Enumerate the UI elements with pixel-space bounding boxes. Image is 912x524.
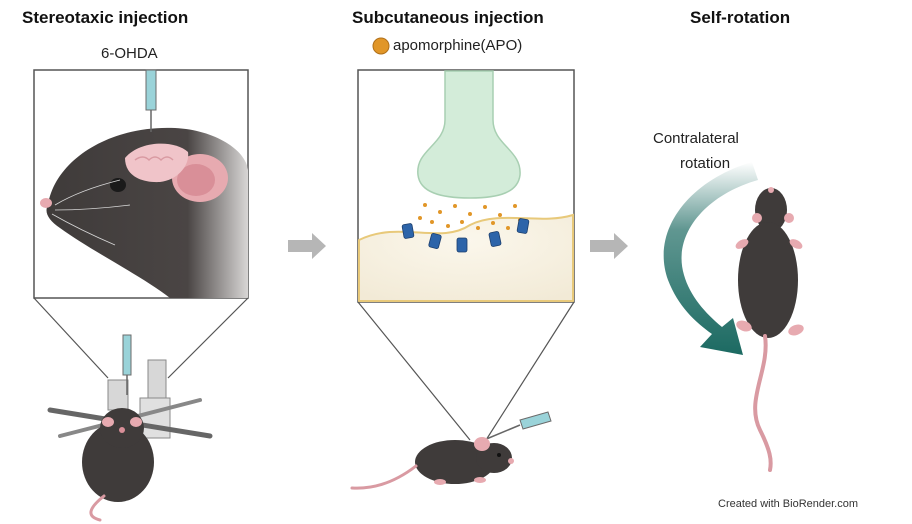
brain-icon <box>125 143 189 183</box>
mouse-body-icon-1 <box>82 408 154 522</box>
syringe-icon-1 <box>145 69 157 132</box>
mouse-head-closeup <box>40 127 248 298</box>
label-contralateral: Contralateral <box>653 130 739 147</box>
whiskers-icon <box>51 179 131 246</box>
mouse-topview-icon <box>735 187 804 472</box>
neuron-terminal-icon <box>417 70 521 199</box>
label-rotation: rotation <box>680 155 731 172</box>
syringe-icon-2 <box>483 411 552 441</box>
nose-icon <box>40 198 52 208</box>
title-subcutaneous: Subcutaneous injection <box>352 8 544 27</box>
arrow-right-icon-1 <box>288 233 326 259</box>
biorender-credit: Created with BioRender.com <box>718 498 859 510</box>
panel-self-rotation <box>663 162 804 472</box>
rotation-arrow-icon <box>663 162 758 355</box>
panel-stereotaxic <box>33 69 249 522</box>
title-self-rotation: Self-rotation <box>690 8 791 27</box>
panel-subcutaneous <box>350 37 575 490</box>
title-stereotaxic: Stereotaxic injection <box>22 8 189 27</box>
arrow-right-icon-2 <box>590 233 628 259</box>
label-apomorphine: apomorphine(APO) <box>393 37 523 54</box>
receptor-icons <box>401 218 530 253</box>
mouse-side-icon <box>350 437 514 490</box>
drug-dot-icon <box>372 37 390 55</box>
label-6ohda: 6-OHDA <box>101 45 158 62</box>
